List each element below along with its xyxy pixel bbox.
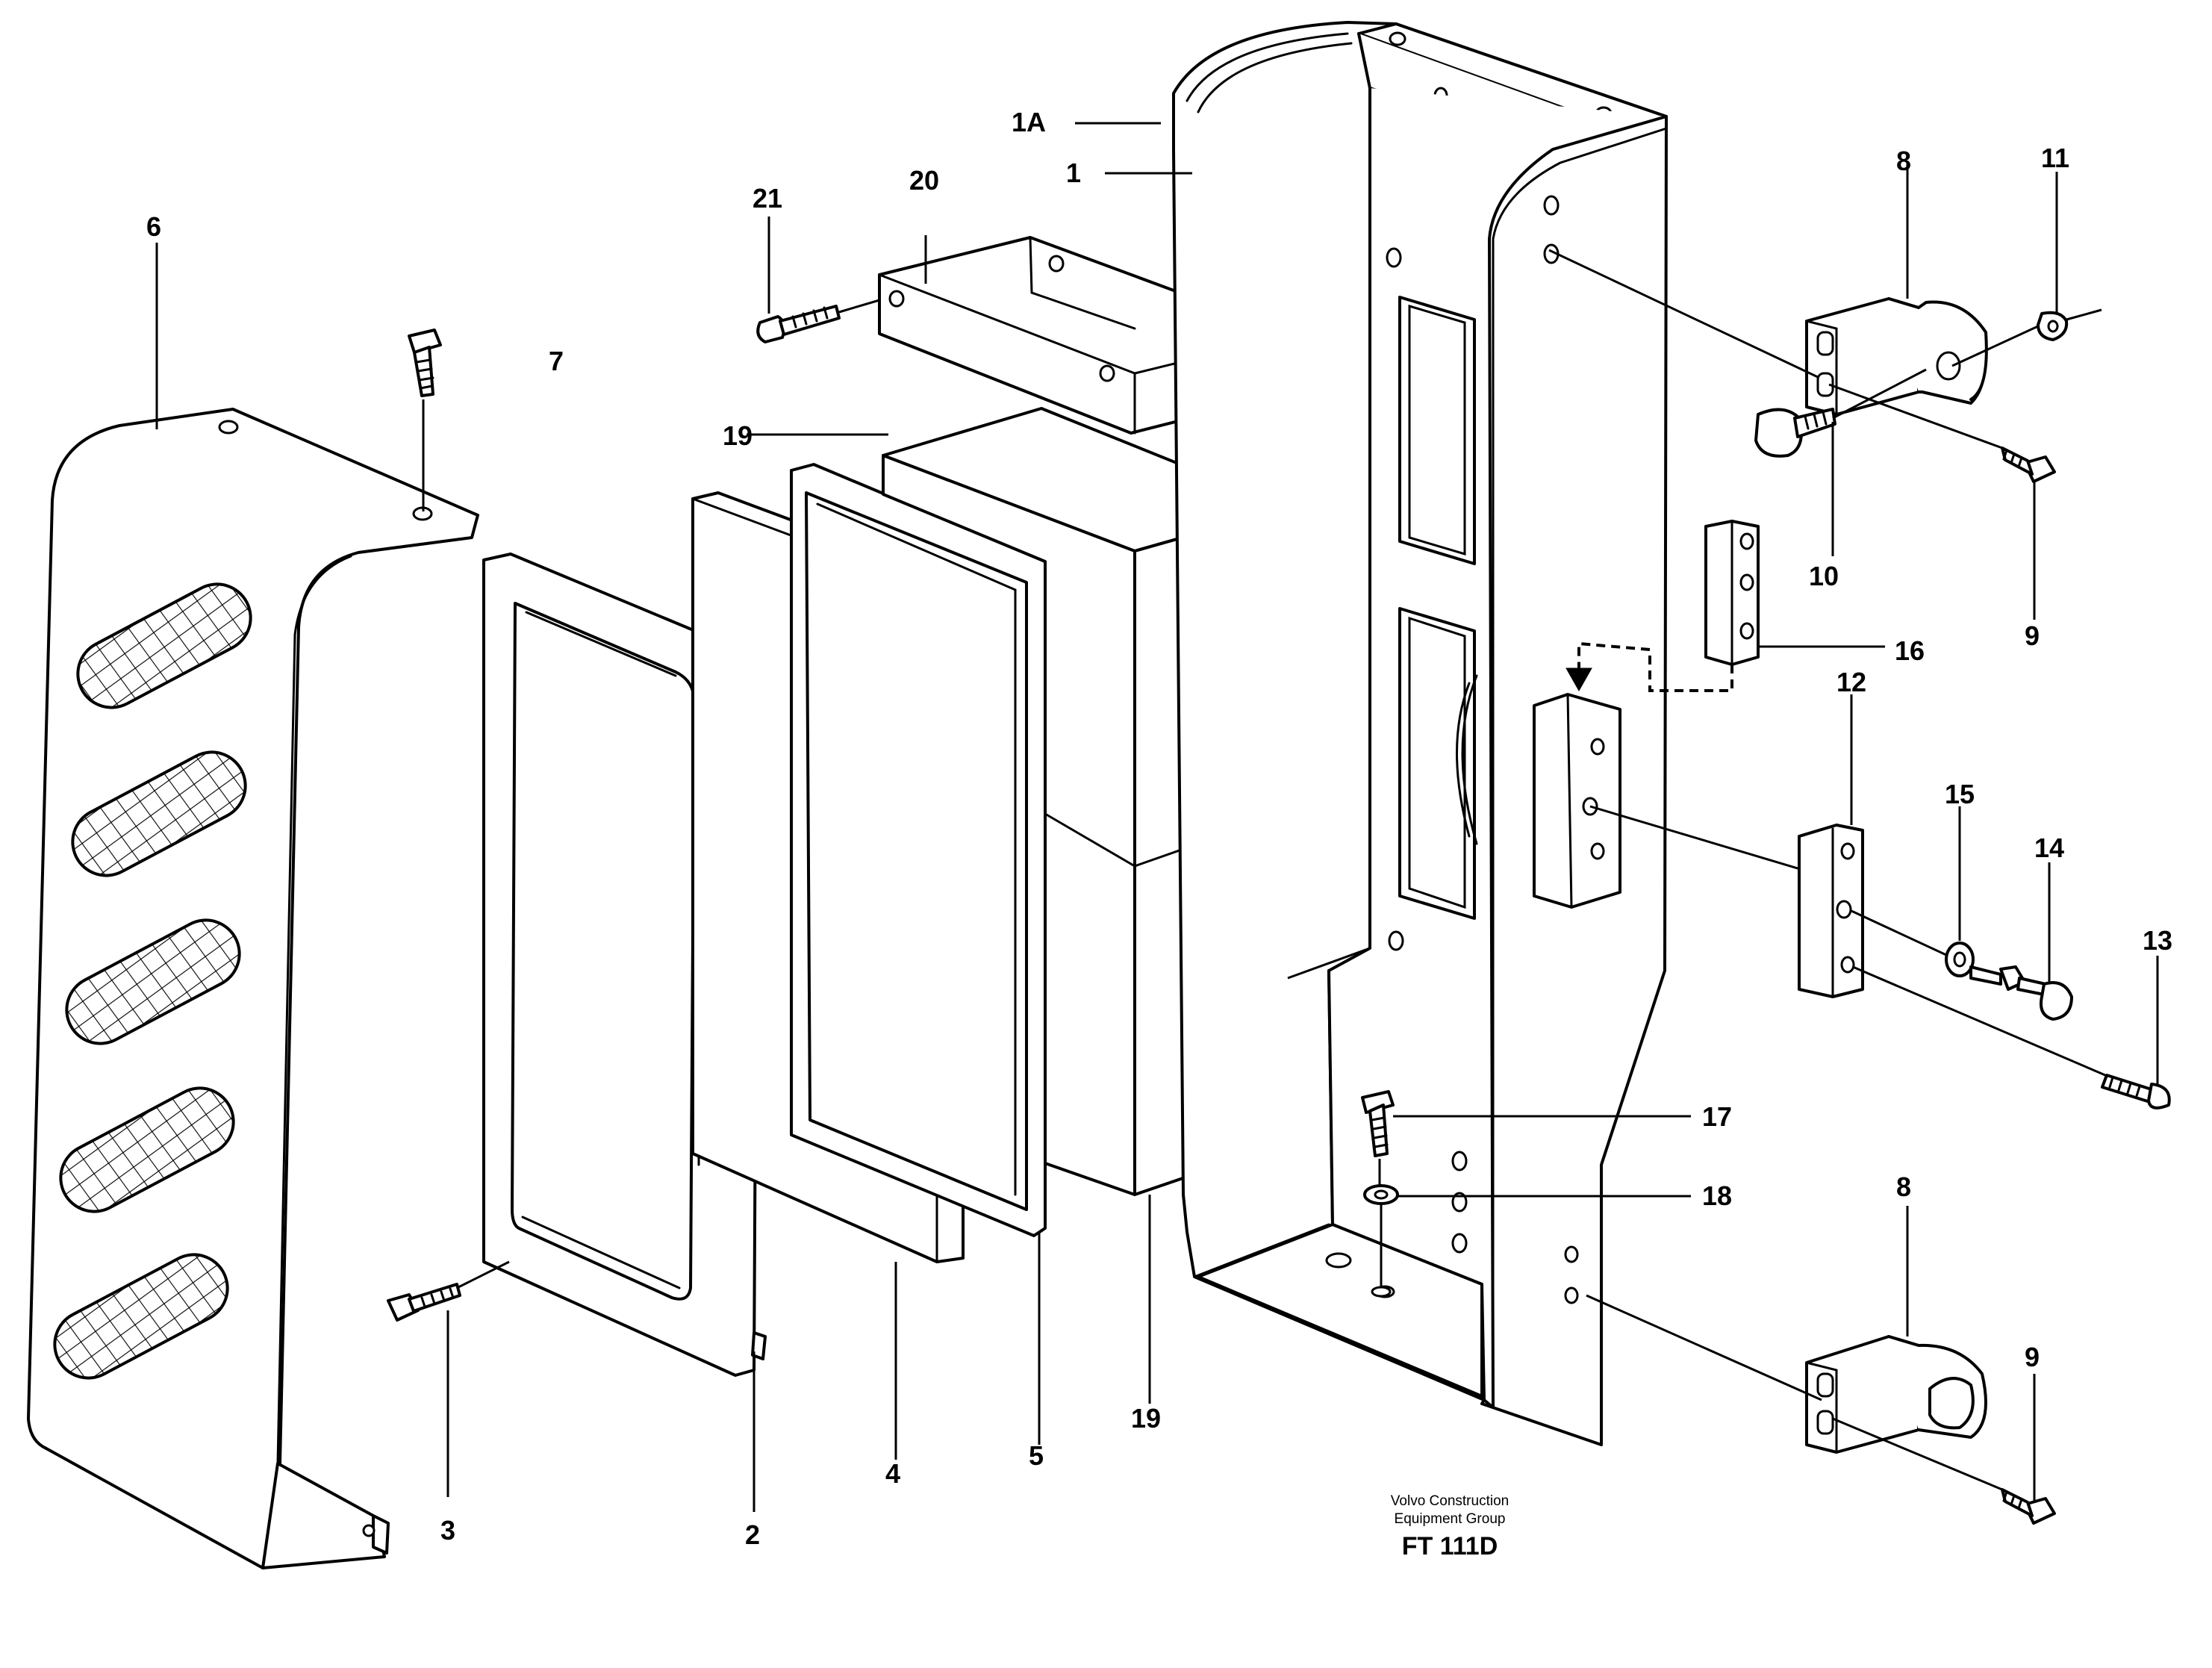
- gasket-part-5: [790, 463, 1047, 1445]
- label-14: 14: [2034, 833, 2064, 863]
- label-9-upper: 9: [2025, 620, 2040, 651]
- screw-part-21: [756, 217, 880, 343]
- screw-lower-part-9: [1832, 1374, 2056, 1525]
- label-6: 6: [146, 211, 161, 242]
- knob-bolt-part-10: [1754, 368, 1927, 556]
- screw-upper-part-9: [1828, 383, 2056, 620]
- washer-part-18: [1363, 1184, 1691, 1298]
- label-18: 18: [1702, 1180, 1732, 1211]
- label-20: 20: [909, 165, 939, 196]
- label-13: 13: [2143, 925, 2172, 956]
- knob-screw-part-14: [1969, 862, 2073, 1021]
- housing-part-1: [1075, 21, 1668, 1446]
- label-19-bottom: 19: [1131, 1403, 1161, 1434]
- label-10: 10: [1809, 561, 1839, 591]
- label-8-lower: 8: [1896, 1171, 1911, 1202]
- footer-company-line2: Equipment Group: [1395, 1511, 1506, 1527]
- plate-part-12: [1798, 694, 2106, 1077]
- screw-part-13: [2101, 956, 2171, 1110]
- side-bracket: [1533, 693, 1841, 909]
- grille-vents: [53, 582, 252, 1380]
- drawing-code: FT 111D: [1402, 1532, 1498, 1560]
- plate-part-16: [1704, 520, 1885, 666]
- hinge-bracket-lower-part-8: [1586, 1206, 1987, 1454]
- hinge-bracket-upper-part-8: [1548, 164, 2050, 416]
- label-9-lower: 9: [2025, 1342, 2040, 1372]
- label-21: 21: [753, 183, 782, 214]
- label-3: 3: [440, 1515, 455, 1546]
- label-15: 15: [1945, 779, 1975, 809]
- footer-company-line1: Volvo Construction: [1391, 1493, 1509, 1509]
- part-labels: 1A 1 20 21 6 7 19 3 2 4 5 19 8 11 10 9 1…: [146, 107, 2172, 1550]
- label-8-upper: 8: [1896, 146, 1911, 176]
- label-17: 17: [1702, 1101, 1732, 1132]
- label-16: 16: [1895, 635, 1925, 666]
- grille-cover-part-6: [27, 408, 479, 1569]
- label-1: 1: [1066, 158, 1081, 188]
- label-12: 12: [1836, 667, 1866, 697]
- label-19-top: 19: [723, 420, 753, 451]
- washer-part-15: [1945, 806, 1975, 977]
- screw-part-3: [387, 1260, 510, 1497]
- screw-part-17: [1361, 1090, 1691, 1191]
- label-11: 11: [2041, 143, 2069, 173]
- footer: Volvo Construction Equipment Group FT 11…: [1391, 1493, 1509, 1560]
- label-4: 4: [885, 1458, 900, 1489]
- screw-part-7: [408, 329, 442, 511]
- mounting-arrow: [1565, 641, 1733, 692]
- label-5: 5: [1029, 1440, 1044, 1471]
- label-2: 2: [745, 1519, 760, 1550]
- nut-part-11: [2037, 172, 2102, 341]
- label-7: 7: [549, 346, 564, 376]
- label-1A: 1A: [1012, 107, 1046, 137]
